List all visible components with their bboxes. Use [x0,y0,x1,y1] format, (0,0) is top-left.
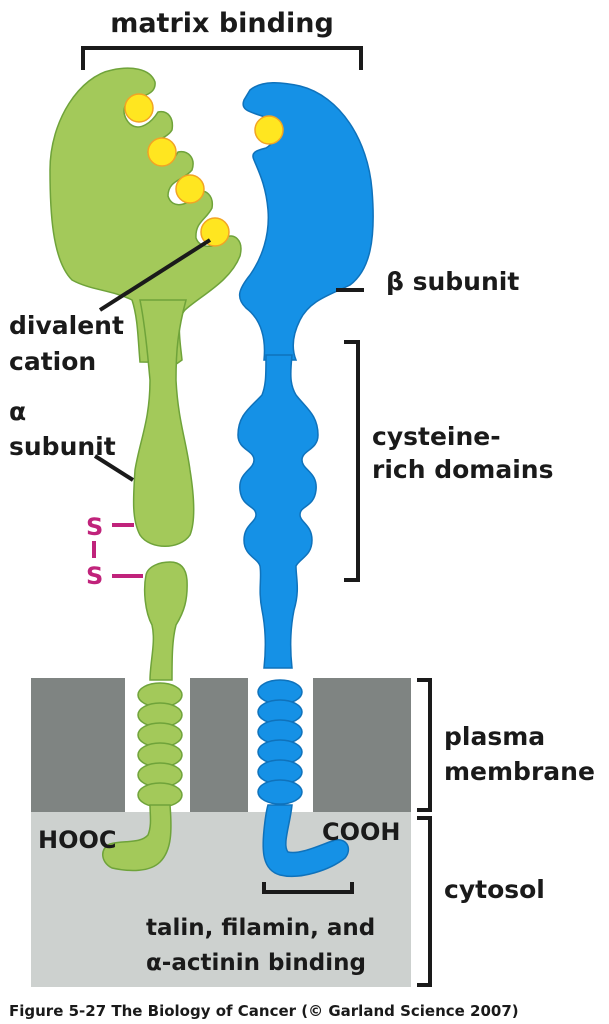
cation-3 [175,174,205,204]
cysteine-rich-label-line1: cysteine- [372,422,501,451]
cation-2 [147,137,177,167]
figure-caption: Figure 5-27 The Biology of Cancer (© Gar… [9,1002,519,1020]
membrane-block-left [31,678,125,812]
alpha-subunit-stalk [132,299,195,547]
beta-subunit-label: β subunit [386,267,519,296]
alpha-cytoplasmic-tail [102,804,172,872]
divalent-cation-label-line1: divalent [9,311,124,340]
plasma-membrane-label-line1: plasma [444,722,545,751]
alpha-subunit-label-line2: subunit [9,432,116,461]
disulfide-s-lower: S [86,562,103,590]
cysteine-bracket [344,340,360,582]
cation-1 [124,93,154,123]
membrane-block-middle [190,678,248,812]
alpha-subunit-leader [93,454,135,482]
alpha-subunit-label-line1: α [9,397,26,426]
binding-label-line1: talin, filamin, and [146,915,375,941]
plasma-membrane-label-line2: membrane [444,757,595,786]
beta-cysteine-rich-domains [237,354,319,669]
cytosol-region [31,812,411,987]
cytosol-bracket [417,816,432,987]
matrix-binding-bracket [81,46,363,70]
cooh-label: COOH [322,818,401,846]
alpha-subunit-head [49,67,242,366]
beta-subunit-head [238,82,374,361]
plasma-membrane-bracket [417,678,432,812]
cytosol-label: cytosol [444,875,545,904]
alpha-subunit-lower [143,561,188,681]
hooc-label: HOOC [38,826,117,854]
beta-cytoplasmic-tail [262,804,350,878]
matrix-binding-label: matrix binding [110,8,334,39]
divalent-cation-label-line2: cation [9,347,96,376]
beta-transmembrane-helix [257,679,303,805]
binding-bracket [262,882,354,894]
membrane-block-right [313,678,411,812]
alpha-transmembrane-helix [137,682,183,808]
cation-beta [254,115,284,145]
binding-label-line2: α-actinin binding [146,950,366,976]
cysteine-rich-label-line2: rich domains [372,455,553,484]
disulfide-s-upper: S [86,513,103,541]
divalent-cation-leader [98,238,212,312]
